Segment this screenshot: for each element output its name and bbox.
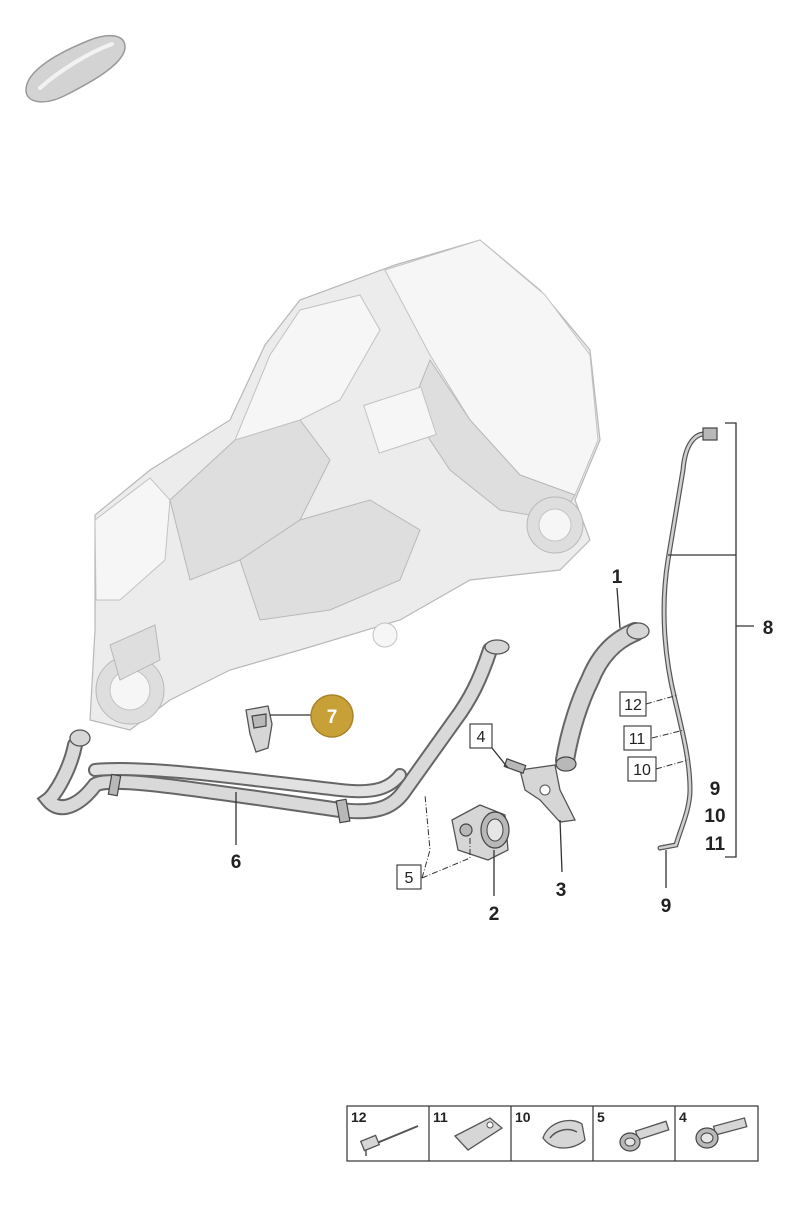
callout-11[interactable]: 11: [705, 834, 726, 855]
leader-lines: [235, 422, 754, 896]
callout-8[interactable]: 8: [763, 618, 774, 639]
legend-cell-5[interactable]: 5: [597, 1109, 670, 1152]
boxed-callout-10[interactable]: 10: [627, 756, 657, 782]
boxed-callout-12-label: 12: [624, 697, 642, 714]
flange-bolt-icon: [695, 1117, 748, 1149]
boxed-callout-10-label: 10: [633, 762, 651, 779]
highlighted-callout-7[interactable]: 7: [310, 694, 354, 738]
boxed-callout-5-label: 5: [405, 870, 414, 887]
boxed-callout-4[interactable]: 4: [469, 723, 493, 749]
legend-label-11: 11: [433, 1109, 448, 1125]
legend-label-5: 5: [597, 1109, 605, 1125]
callout-10[interactable]: 10: [704, 806, 725, 827]
callout-labels: 1 2 3 6 8 9 9 10 11: [231, 567, 774, 925]
bleed-line-part: [657, 427, 718, 851]
boxed-callout-5[interactable]: 5: [396, 864, 422, 890]
pump-part: [451, 804, 510, 861]
fastener-legend: 12 11 10 5: [346, 1105, 759, 1162]
highlight-circle: [310, 694, 354, 738]
legend-label-10: 10: [515, 1109, 531, 1125]
legend-cell-4[interactable]: 4: [679, 1109, 748, 1149]
legend-cell-12[interactable]: 12: [351, 1109, 419, 1156]
flange-bolt-part: [503, 758, 527, 774]
hose-clip-icon: [542, 1119, 586, 1149]
coolant-pipe-part: [36, 639, 510, 824]
callout-1[interactable]: 1: [612, 567, 623, 588]
clamp-part: [245, 705, 273, 753]
vehicle-silhouette-icon: [25, 34, 126, 103]
bracket-part: [519, 764, 576, 823]
callout-label-7: 7: [327, 707, 338, 728]
boxed-callouts: 4 5 12 11 10: [396, 691, 657, 890]
boxed-callout-11[interactable]: 11: [623, 725, 652, 751]
boxed-callout-4-label: 4: [477, 729, 486, 746]
legend-label-4: 4: [679, 1109, 687, 1125]
bolt-icon: [619, 1120, 670, 1152]
callout-6[interactable]: 6: [231, 852, 242, 873]
bleed-screw-icon: [359, 1125, 419, 1156]
legend-cell-11[interactable]: 11: [433, 1109, 504, 1151]
coolant-hose-part: [555, 622, 650, 772]
transmission-drawing: [89, 239, 601, 731]
legend-cell-10[interactable]: 10: [515, 1109, 586, 1149]
boxed-callout-12[interactable]: 12: [619, 691, 647, 717]
legend-label-12: 12: [351, 1109, 367, 1125]
clip-plate-icon: [453, 1117, 504, 1151]
callout-2[interactable]: 2: [489, 904, 500, 925]
callout-3[interactable]: 3: [556, 880, 567, 901]
boxed-callout-11-label: 11: [629, 731, 646, 748]
callout-9-upper[interactable]: 9: [710, 779, 721, 800]
callout-9-lower[interactable]: 9: [661, 896, 672, 917]
